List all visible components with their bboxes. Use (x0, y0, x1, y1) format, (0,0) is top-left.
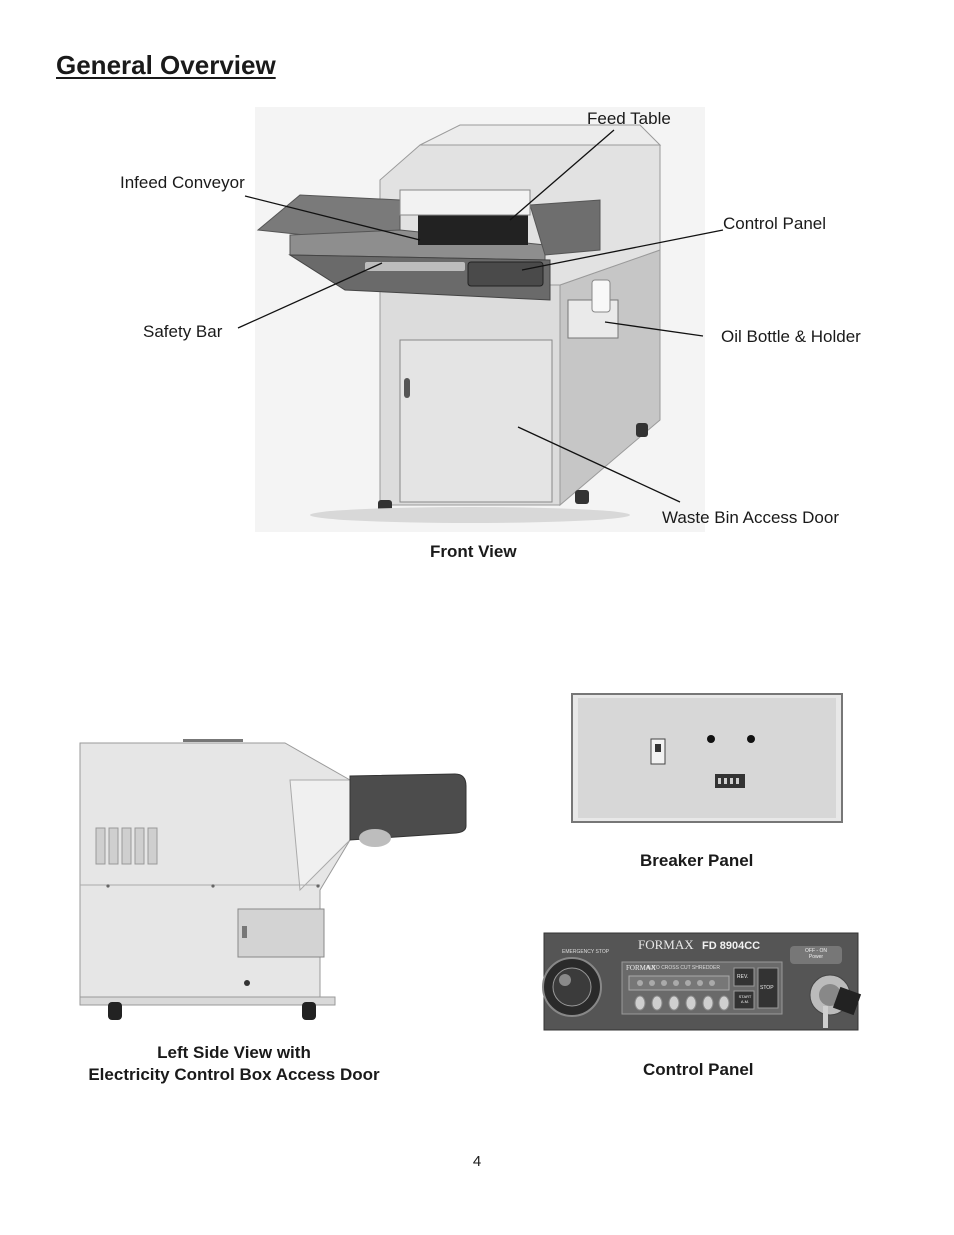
label-waste-bin-door: Waste Bin Access Door (662, 508, 839, 527)
label-oil-bottle-holder: Oil Bottle & Holder (721, 327, 861, 346)
power-switch-label: OFF - ON Power (805, 948, 827, 960)
control-panel-model: FD 8904CC (702, 940, 761, 952)
control-panel-brand-small: FORMAX (626, 964, 656, 972)
caption-breaker-panel: Breaker Panel (640, 851, 754, 870)
page-number: 4 (472, 1153, 482, 1170)
label-feed-table: Feed Table (587, 109, 671, 128)
emergency-stop-label: EMERGENCY STOP (562, 949, 610, 955)
control-panel-brand: FORMAX (638, 937, 694, 952)
label-control-panel: Control Panel (723, 214, 827, 233)
label-infeed-conveyor: Infeed Conveyor (120, 173, 245, 192)
caption-left-side-view: Left Side View with Electricity Control … (60, 1042, 408, 1086)
page-title: General Overview (56, 50, 276, 80)
caption-control-panel: Control Panel (643, 1060, 754, 1079)
start-button: START A.M. (738, 994, 752, 1004)
caption-left-side-line1: Left Side View with (157, 1043, 311, 1062)
control-panel-subtitle: AUTO CROSS CUT SHREDDER (646, 965, 720, 971)
caption-left-side-line2: Electricity Control Box Access Door (88, 1065, 380, 1084)
caption-front-view: Front View (430, 542, 517, 561)
label-safety-bar: Safety Bar (143, 322, 223, 341)
stop-button: STOP (760, 985, 774, 991)
rev-button: REV. (737, 974, 749, 980)
